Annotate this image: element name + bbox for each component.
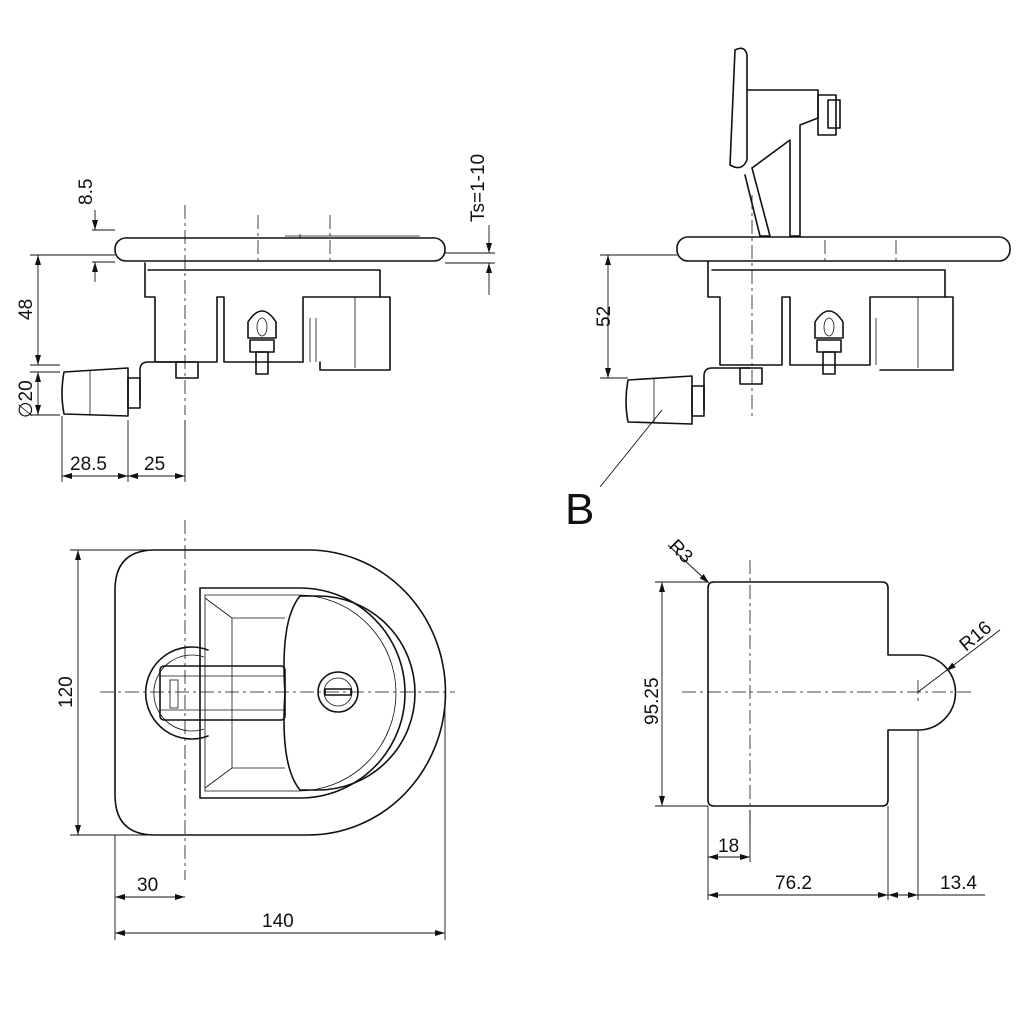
knob — [61, 367, 129, 417]
dim-r16: R16 — [956, 617, 996, 655]
grip-bar — [159, 665, 286, 721]
dim-dia-20: ∅20 — [16, 380, 37, 418]
cutout-outline — [707, 581, 957, 807]
dim-48: 48 — [16, 299, 37, 320]
cutout-view: R3 R16 95.25 18 76.2 13.4 — [642, 536, 1001, 900]
recess — [199, 587, 406, 799]
raised-handle — [729, 47, 748, 169]
dim-30: 30 — [137, 875, 158, 896]
dim-76-2: 76.2 — [775, 873, 812, 894]
flange — [114, 237, 446, 262]
side-view-right: 52 B — [565, 47, 1011, 534]
side-view-left: 8.5 48 ∅20 28.5 25 Ts=1-10 — [16, 154, 495, 482]
outer-flange — [114, 549, 447, 836]
dim-18: 18 — [718, 836, 739, 857]
dim-r3: R3 — [664, 536, 696, 568]
dim-ts: Ts=1-10 — [468, 154, 489, 222]
handle-paddle — [283, 595, 416, 791]
dim-8-5: 8.5 — [76, 179, 97, 205]
dim-140: 140 — [262, 911, 294, 932]
dim-120: 120 — [56, 676, 77, 708]
callout-b: B — [565, 485, 594, 534]
housing — [144, 262, 391, 371]
flange-right — [676, 236, 1011, 262]
dim-25: 25 — [144, 454, 165, 475]
dim-52: 52 — [594, 306, 615, 327]
knob-right — [625, 375, 693, 425]
dim-13-4: 13.4 — [940, 873, 977, 894]
top-view: 120 30 140 — [56, 520, 455, 940]
dim-95-25: 95.25 — [642, 677, 663, 725]
dim-28-5: 28.5 — [70, 454, 107, 475]
